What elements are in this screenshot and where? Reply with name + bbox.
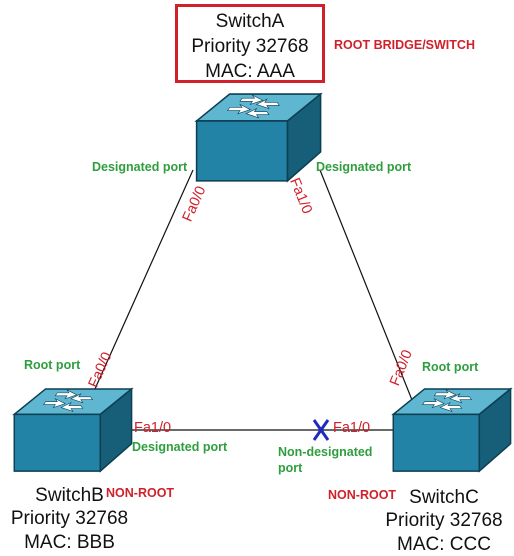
switch-b-icon: [13, 388, 133, 472]
root-bridge-highlight-box: [175, 4, 325, 83]
blocked-x-icon: [312, 419, 330, 441]
switch-b-upper-port-role: Root port: [24, 358, 81, 372]
switch-c-priority: Priority 32768: [385, 510, 503, 531]
switch-b-port-fa1-0: Fa1/0: [134, 420, 172, 436]
switch-a-priority: Priority 32768: [191, 36, 309, 57]
switch-c-name: SwitchC: [409, 487, 479, 508]
switch-a-mac: MAC: AAA: [205, 61, 295, 82]
switch-c-port-fa1-0: Fa1/0: [333, 420, 371, 436]
switch-a-left-port-role: Designated port: [92, 160, 188, 174]
switch-b-right-port-role: Designated port: [132, 440, 228, 454]
link-a-c: [319, 169, 413, 401]
switch-c-role: NON-ROOT: [328, 488, 397, 502]
switch-c-left-port-role: Non-designated port: [278, 445, 373, 475]
switch-b-priority: Priority 32768: [10, 508, 129, 529]
switch-c-icon: [392, 388, 512, 472]
switch-a-role: ROOT BRIDGE/SWITCH: [334, 38, 475, 52]
switch-b-role: NON-ROOT: [106, 486, 175, 500]
switch-c-mac: MAC: CCC: [397, 534, 491, 555]
switch-b-name: SwitchB: [35, 485, 104, 506]
switch-b-mac: MAC: BBB: [24, 532, 115, 553]
switch-c-upper-port-role: Root port: [422, 360, 479, 374]
switch-a-right-port-role: Designated port: [316, 160, 412, 174]
link-a-b: [89, 169, 194, 401]
switch-a-icon: [195, 93, 322, 182]
switch-a-name: SwitchA: [215, 11, 285, 32]
